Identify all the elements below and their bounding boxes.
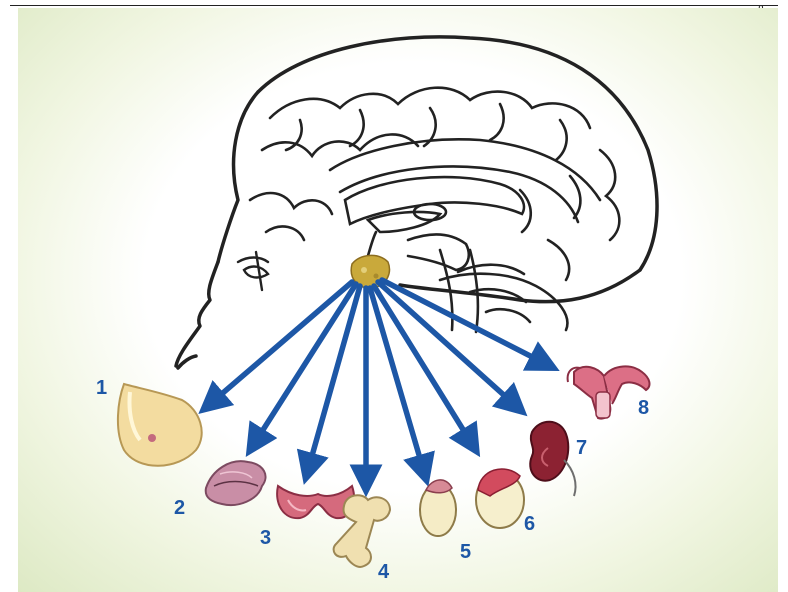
eye-icon	[238, 252, 268, 290]
organ-label-2: 2	[174, 498, 185, 518]
organ-label-1: 1	[96, 378, 107, 398]
organ-label-5: 5	[460, 542, 471, 562]
top-rule	[10, 5, 778, 6]
adrenal-icon	[420, 480, 456, 536]
organ-label-4: 4	[378, 562, 389, 582]
organ-label-8: 8	[638, 398, 649, 418]
organ-label-7: 7	[576, 438, 587, 458]
breast-icon	[118, 384, 202, 466]
kidney-icon	[530, 422, 575, 496]
adrenal-cortex-icon	[476, 469, 524, 528]
arrow-to-organ-6	[374, 286, 472, 444]
organ-label-6: 6	[524, 514, 535, 534]
organ-label-3: 3	[260, 528, 271, 548]
brain-diagram	[18, 8, 778, 592]
diagram-panel: 1 2 3 4 5 6 7 8	[18, 8, 778, 592]
brain-folds-icon	[250, 88, 619, 280]
pancreas-icon	[206, 461, 266, 505]
thyroid-icon	[277, 486, 354, 518]
